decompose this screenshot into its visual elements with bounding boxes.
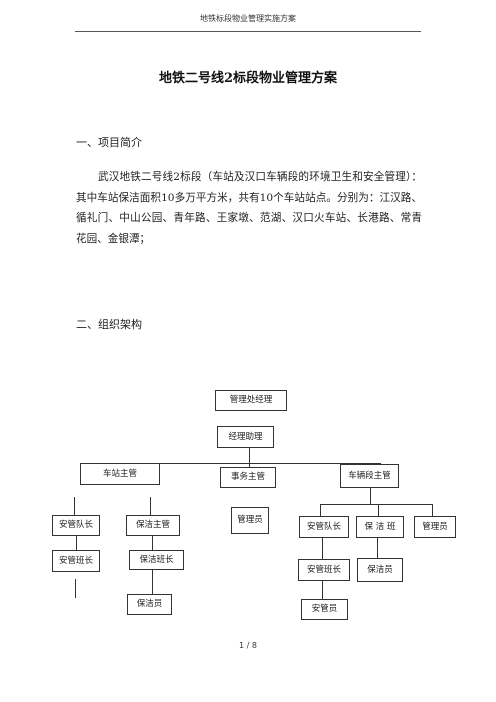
box-station-cleaning-squad-leader: 保洁班长	[129, 550, 184, 570]
box-depot-supervisor: 车辆段主管	[340, 464, 399, 488]
box-affairs-supervisor: 事务主管	[220, 467, 276, 488]
box-depot-security-captain: 安管队长	[299, 516, 349, 538]
box-depot-cleaner: 保洁员	[357, 558, 403, 582]
connector-line	[98, 463, 380, 464]
section-heading-org: 二、组织架构	[76, 318, 142, 331]
running-header: 地铁标段物业管理实施方案	[200, 14, 296, 23]
page-number: 1 / 8	[239, 641, 257, 650]
intro-paragraph: 武汉地铁二号线2标段（车站及汉口车辆段的环境卫生和安全管理）：其中车站保洁面积1…	[76, 171, 422, 245]
connector-line	[249, 448, 250, 463]
box-depot-security-guard: 安管员	[301, 599, 348, 620]
box-affairs-admin: 管理员	[231, 507, 269, 534]
connector-line	[152, 536, 153, 550]
connector-line	[378, 504, 379, 516]
connector-line	[320, 504, 432, 505]
connector-line	[152, 570, 153, 594]
box-station-security-captain: 安管队长	[52, 515, 100, 536]
box-depot-admin: 管理员	[414, 516, 456, 538]
connector-line	[75, 579, 76, 598]
document-title: 地铁二号线2标段物业管理方案	[158, 71, 338, 86]
connector-line	[322, 538, 323, 559]
connector-line	[322, 581, 323, 599]
box-station-security-squad-leader: 安管班长	[52, 550, 100, 572]
connector-line	[432, 504, 433, 516]
connector-line	[370, 488, 371, 504]
box-depot-cleaning-team: 保 洁 班	[356, 516, 404, 538]
connector-line	[74, 497, 75, 515]
connector-line	[150, 497, 151, 515]
section-heading-intro: 一、项目简介	[76, 136, 142, 149]
header-rule	[75, 31, 421, 32]
box-station-supervisor: 车站主管	[80, 463, 160, 485]
connector-line	[249, 463, 250, 469]
box-depot-security-squad-leader: 安管班长	[298, 559, 350, 581]
box-manager: 管理处经理	[215, 390, 287, 411]
box-station-cleaner: 保洁员	[127, 594, 172, 615]
connector-line	[76, 536, 77, 550]
connector-line	[377, 538, 378, 558]
box-station-cleaning-supervisor: 保洁主管	[126, 515, 180, 536]
connector-line	[320, 504, 321, 516]
box-assistant: 经理助理	[217, 426, 274, 448]
